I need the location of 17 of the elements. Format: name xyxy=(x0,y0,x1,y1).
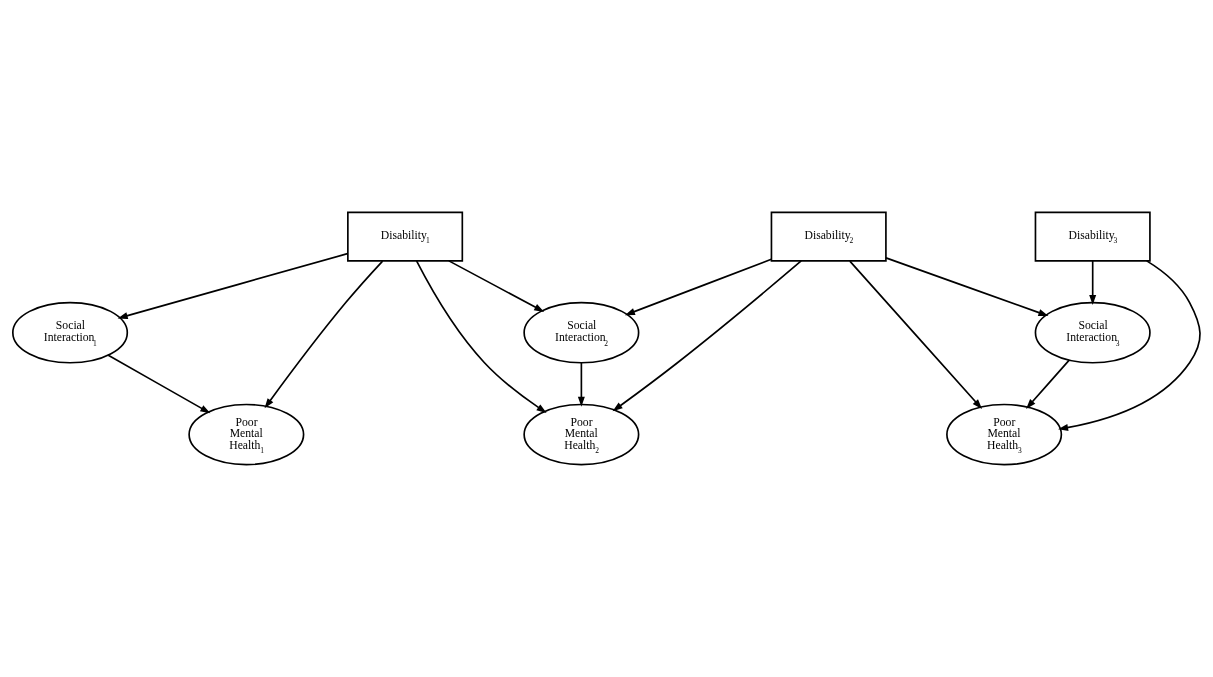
node-box: Disability$_{3}$ xyxy=(1034,211,1151,262)
arrow xyxy=(1089,260,1097,305)
arrow xyxy=(415,260,547,413)
arrow xyxy=(448,260,545,312)
node-box: Disability$_{2}$ xyxy=(770,211,887,262)
arrow xyxy=(577,361,585,407)
arrow xyxy=(624,258,773,316)
arrow xyxy=(1026,359,1071,409)
arrow xyxy=(1058,260,1201,431)
arrow xyxy=(885,257,1049,316)
node-box: Disability$_{1}$ xyxy=(347,211,464,262)
arrow xyxy=(612,260,802,412)
arrow xyxy=(107,354,211,414)
node-ellipse: Poor Mental Health$_{3}$ xyxy=(946,403,1063,466)
arrow xyxy=(849,260,983,410)
arrow xyxy=(264,260,384,409)
arrow xyxy=(117,252,349,320)
